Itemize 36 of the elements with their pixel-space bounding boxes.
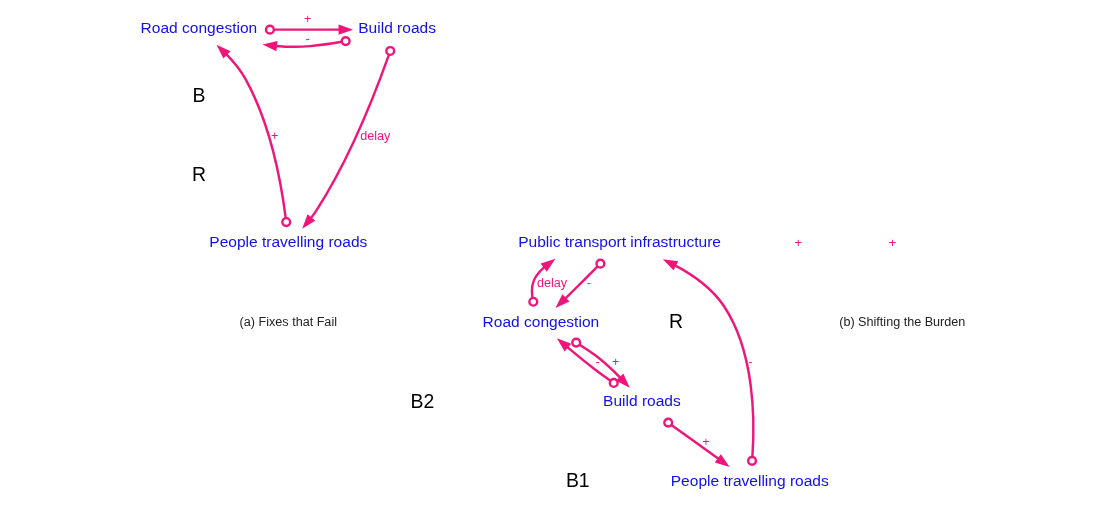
edge-label: + xyxy=(270,128,278,143)
edge-label: delay xyxy=(536,275,567,290)
node-text: Build roads xyxy=(357,19,436,37)
label: B2 xyxy=(409,389,434,412)
edge-label: + xyxy=(701,434,710,449)
edge-label: + xyxy=(303,12,311,27)
arrow xyxy=(527,258,555,307)
node-text: Road congestion xyxy=(482,312,599,330)
arrow xyxy=(662,417,730,467)
arrow xyxy=(662,259,757,466)
arrow xyxy=(216,44,291,228)
arrow xyxy=(554,258,605,309)
edge-label: - xyxy=(595,355,600,370)
label: (a) Fixes that Fail xyxy=(239,315,337,330)
label: + xyxy=(793,234,802,250)
node-text: Road congestion xyxy=(140,19,257,37)
label: R xyxy=(191,163,206,186)
arrow xyxy=(301,45,395,229)
edge-label: - xyxy=(586,275,591,290)
label: B1 xyxy=(565,469,590,492)
edge-label: delay xyxy=(359,128,390,143)
node-text: Public transport infrastructure xyxy=(517,233,721,251)
edge-label: - xyxy=(305,31,310,46)
label: + xyxy=(888,234,897,250)
node-text: People travelling roads xyxy=(670,472,829,490)
label: B xyxy=(191,83,205,106)
edge-label: + xyxy=(611,355,619,370)
arrow xyxy=(264,24,353,35)
node-text: People travelling roads xyxy=(208,233,367,251)
arrow xyxy=(570,337,630,388)
label: (b) Shifting the Burden xyxy=(838,315,965,330)
arrow xyxy=(261,35,351,52)
node-text: Build roads xyxy=(602,392,681,410)
arrow xyxy=(556,338,619,389)
label: R xyxy=(668,309,683,332)
edge-label: - xyxy=(747,355,752,370)
